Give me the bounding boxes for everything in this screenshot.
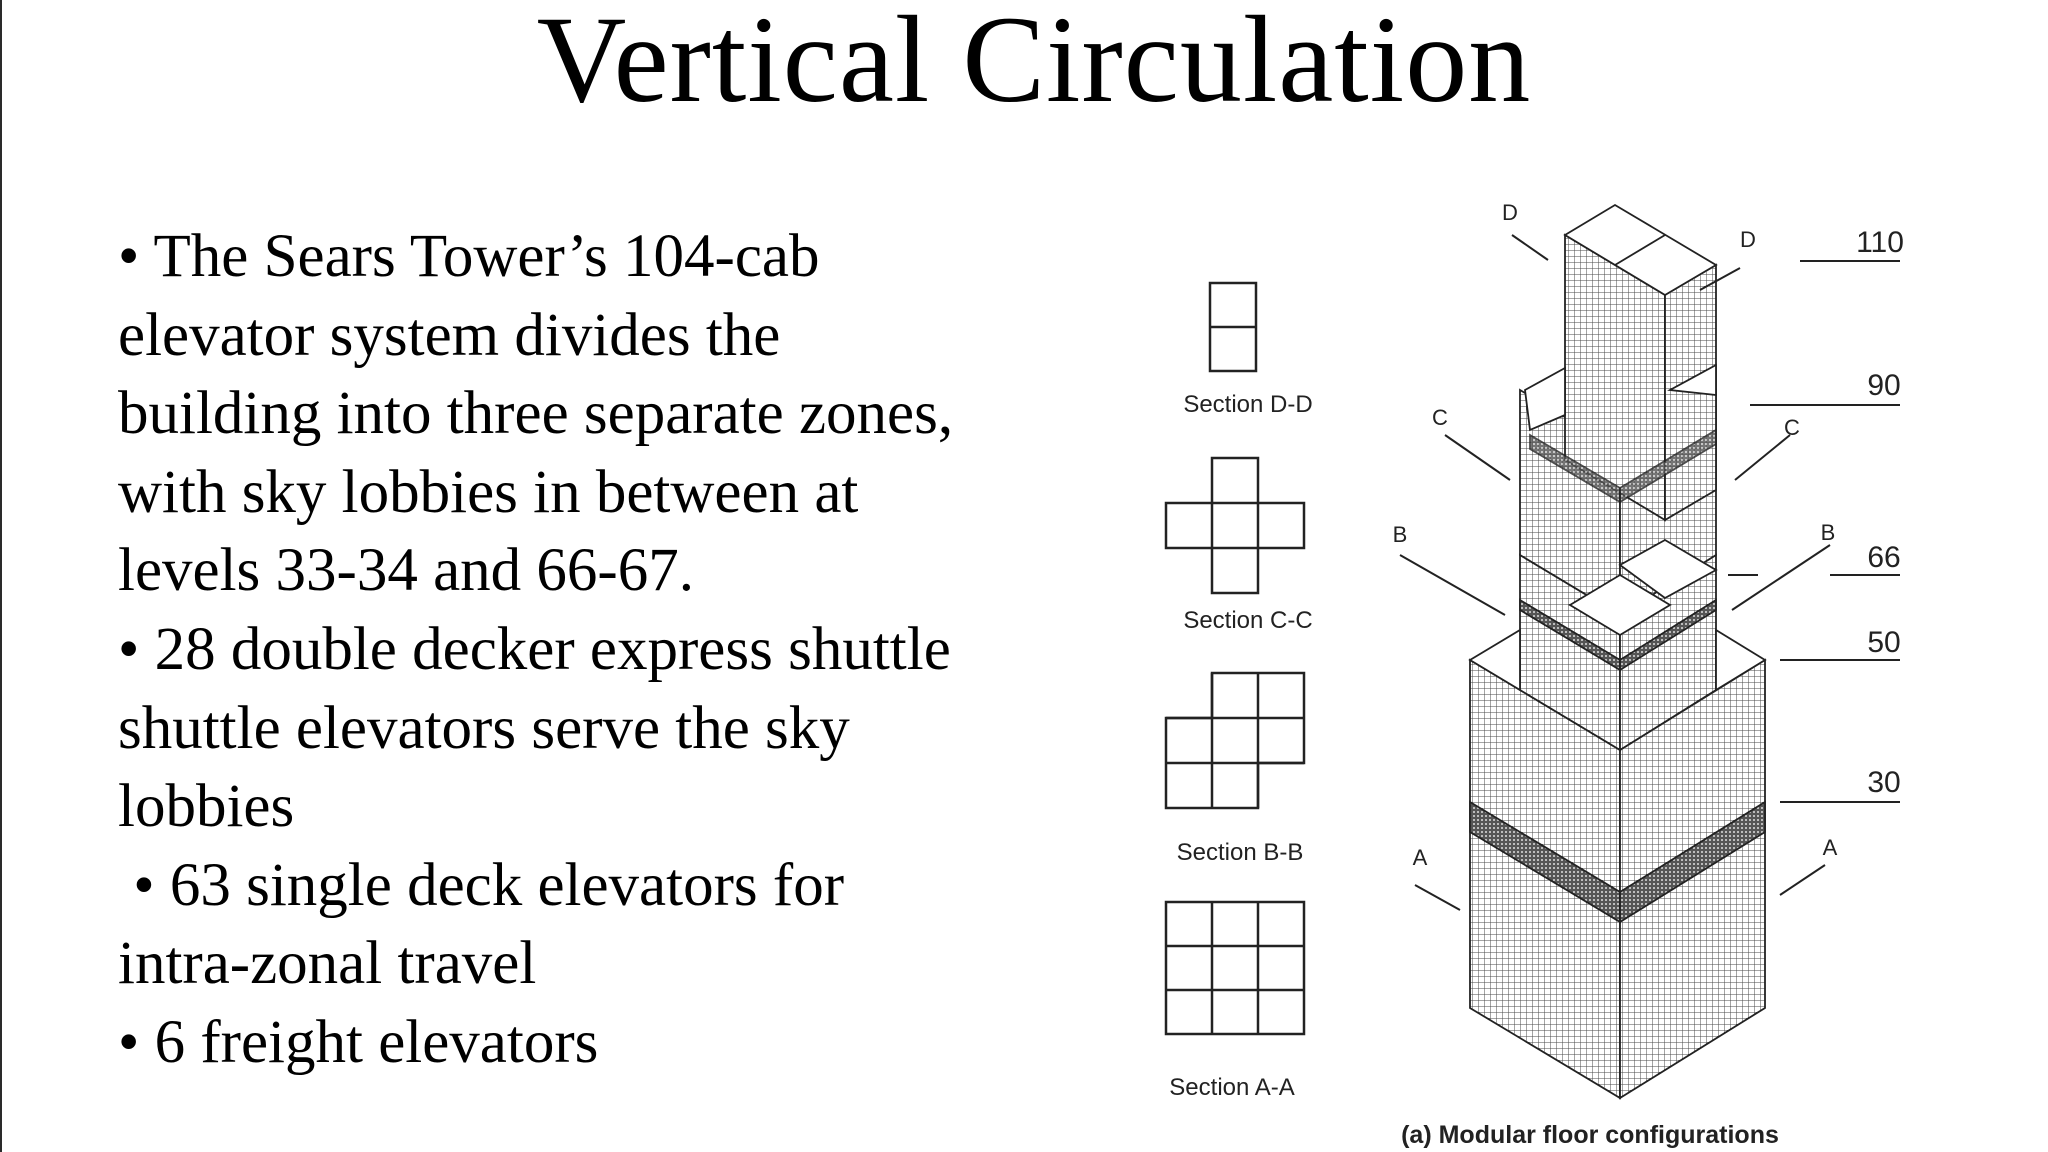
level-90: 90: [1867, 369, 1900, 402]
section-a-a: [1164, 900, 1306, 1036]
cut-mark-d-left: D: [1502, 200, 1518, 225]
tower-isometric: [1468, 203, 1767, 1100]
level-30: 30: [1867, 766, 1900, 799]
level-leaders: [1750, 260, 1900, 803]
figure-caption: (a) Modular floor configurations: [1401, 1121, 1779, 1149]
slide-title: Vertical Circulation: [536, 0, 1532, 128]
cut-mark-b-left: B: [1393, 522, 1408, 547]
cut-mark-a-left: A: [1413, 845, 1428, 870]
cut-mark-c-right: C: [1784, 415, 1800, 440]
slide-left-border: [0, 0, 2, 1152]
section-b-b: [1164, 671, 1306, 810]
cut-mark-d-right: D: [1740, 227, 1756, 252]
section-c-c: [1164, 456, 1306, 595]
sears-tower-figure: Section D-D Section C-C Section B-B Sect…: [1164, 200, 1904, 1149]
cut-mark-a-right: A: [1823, 835, 1838, 860]
level-50: 50: [1867, 626, 1900, 659]
level-66: 66: [1867, 541, 1900, 574]
section-c-c-label: Section C-C: [1183, 607, 1312, 634]
section-b-b-label: Section B-B: [1177, 839, 1304, 866]
bullet-shuttle-elevators: • 28 double decker express shuttle shutt…: [118, 615, 951, 841]
bullet-freight: • 6 freight elevators: [118, 1008, 599, 1076]
bullet-single-deck: • 63 single deck elevators for intra-zon…: [118, 851, 860, 998]
section-a-a-label: Section A-A: [1169, 1074, 1294, 1101]
cut-mark-c-left: C: [1432, 405, 1448, 430]
cut-mark-lines: [1399, 234, 1831, 911]
cut-mark-b-right: B: [1821, 520, 1836, 545]
level-110: 110: [1856, 226, 1904, 259]
section-d-d: [1208, 281, 1258, 373]
bullet-list: • The Sears Tower’s 104-cab elevator sys…: [118, 218, 998, 1083]
section-d-d-label: Section D-D: [1183, 391, 1312, 418]
bullet-elevator-system: • The Sears Tower’s 104-cab elevator sys…: [118, 223, 954, 605]
